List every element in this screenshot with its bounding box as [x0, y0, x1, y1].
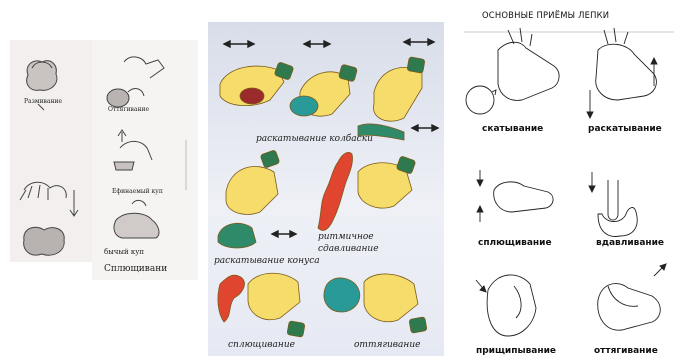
line-art-hands [458, 0, 684, 362]
label-vdavlivanie: вдавливание [596, 238, 664, 248]
caption-flatten: сплющивание [228, 340, 295, 350]
gray-label-2: Оттягивание [108, 106, 149, 113]
color-illustration-panel: раскатывание колбаски ритмичное сдавлива… [208, 22, 444, 356]
gray-label-1: Размивание [24, 98, 62, 105]
caption-rhythmic-2: сдавливание [318, 244, 379, 254]
color-hands-illustration [208, 22, 444, 356]
line-art-panel: ОСНОВНЫЕ ПРИЁМЫ ЛЕПКИ [458, 0, 684, 362]
label-prishchipyvanie: прищипывание [476, 346, 556, 356]
sketch-hands-left [10, 40, 92, 262]
caption-rhythmic-1: ритмичное [318, 232, 374, 242]
scanned-sheet-middle: Оттягивание Ефинаемый куп бычый куп Сплю… [92, 40, 198, 280]
caption-cone: раскатывание конуса [214, 256, 320, 266]
sketch-hands-middle [92, 40, 198, 280]
label-ottyagivanie: оттягивание [594, 346, 658, 356]
label-skatyvanie: скатывание [482, 124, 543, 134]
gray-label-3: Ефинаемый куп [112, 188, 163, 195]
caption-pull: оттягивание [354, 340, 420, 350]
gray-label-small: бычый куп [104, 248, 144, 256]
label-raskatyvanie: раскатывание [588, 124, 662, 134]
scanned-sheet-left: Размивание [10, 40, 92, 262]
gray-label-big: Сплющивани [104, 264, 167, 274]
caption-sausage: раскатывание колбаски [256, 134, 373, 144]
label-splyushchivanie: сплющивание [478, 238, 552, 248]
